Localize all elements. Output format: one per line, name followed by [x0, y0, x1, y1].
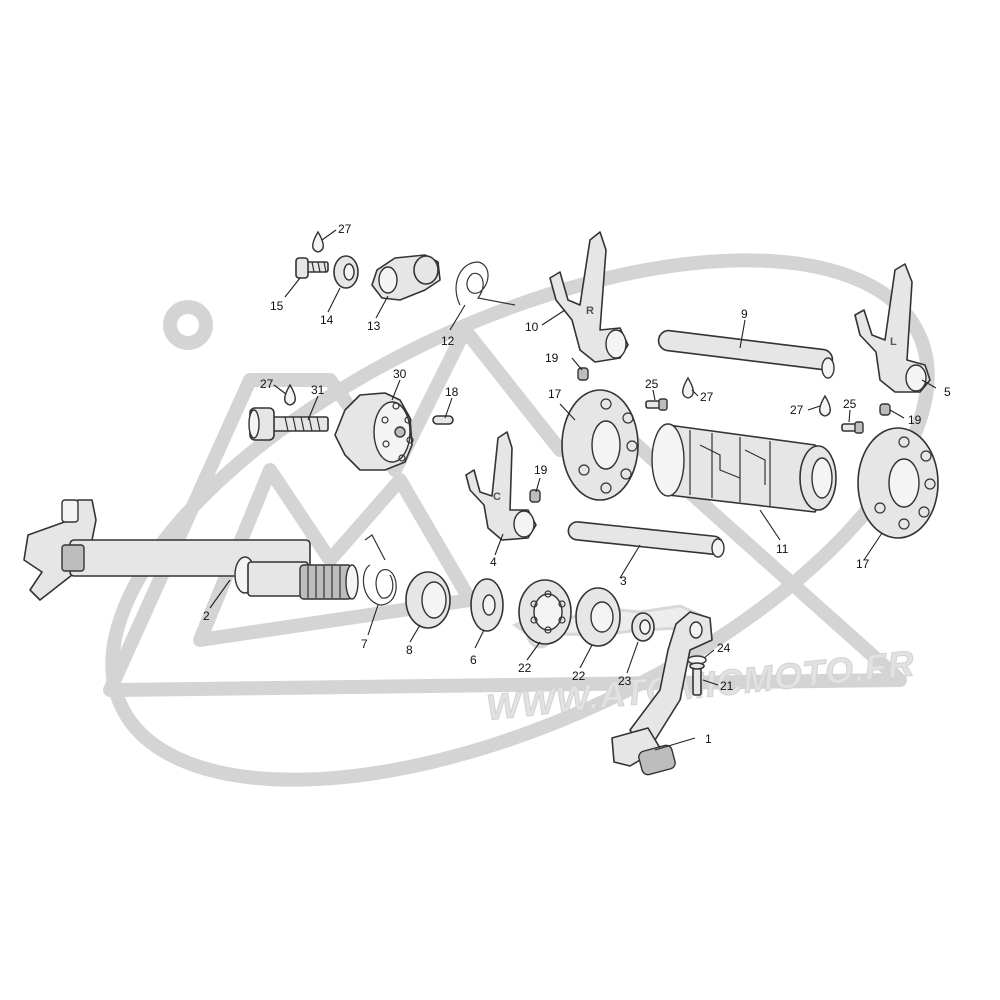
bushing — [631, 612, 655, 642]
shaft-return-spring — [362, 534, 397, 606]
callout-17a: 17 — [548, 387, 562, 401]
callout-27a: 27 — [338, 222, 352, 236]
fork-rod-long — [657, 329, 835, 379]
callout-5: 5 — [944, 385, 951, 399]
callout-15: 15 — [270, 299, 284, 313]
callout-22b: 22 — [572, 669, 586, 683]
callout-24: 24 — [717, 641, 731, 655]
callout-8: 8 — [406, 643, 413, 657]
callout-numbers: 1 2 3 4 5 6 7 8 9 10 11 12 13 14 15 17 1… — [203, 222, 951, 746]
callout-11: 11 — [776, 542, 789, 556]
fork-rod-short — [567, 521, 725, 558]
spacer — [333, 255, 359, 289]
drum-screw-right — [841, 421, 864, 434]
callout-19a: 19 — [545, 351, 559, 365]
callout-2: 2 — [203, 609, 210, 623]
callout-3: 3 — [620, 574, 627, 588]
stopper-lever — [371, 254, 441, 301]
callout-1: 1 — [705, 732, 712, 746]
bearing-22-left — [518, 579, 572, 645]
callout-27c: 27 — [700, 390, 714, 404]
cam-bolt — [248, 407, 329, 441]
lever-bolt — [687, 655, 707, 696]
callout-27d: 27 — [790, 403, 804, 417]
stopper-spring — [455, 261, 516, 306]
callout-12: 12 — [441, 334, 455, 348]
callout-19b: 19 — [534, 463, 548, 477]
callout-21: 21 — [720, 679, 734, 693]
callout-6: 6 — [470, 653, 477, 667]
callout-18: 18 — [445, 385, 459, 399]
shift-fork-r: R — [549, 231, 629, 381]
callout-19c: 19 — [908, 413, 922, 427]
callout-17b: 17 — [856, 557, 870, 571]
fork-letter-r: R — [586, 305, 594, 317]
shift-shaft — [23, 499, 359, 601]
gear-lever — [611, 611, 713, 776]
shift-fork-l: L — [854, 263, 931, 416]
fork-letter-l: L — [890, 336, 897, 348]
drum-bearing-left — [561, 389, 639, 501]
selector-cam — [334, 392, 414, 471]
callout-31: 31 — [311, 383, 325, 397]
fork-letter-c: C — [493, 491, 501, 503]
callout-25b: 25 — [843, 397, 857, 411]
drum-screw-left — [645, 398, 668, 411]
callout-22a: 22 — [518, 661, 532, 675]
callout-4: 4 — [490, 555, 497, 569]
callout-14: 14 — [320, 313, 334, 327]
callout-23: 23 — [618, 674, 632, 688]
pin — [432, 415, 454, 425]
drum-bearing-right — [857, 427, 939, 539]
thread-lock-drops — [284, 230, 831, 417]
shift-fork-c: C — [465, 431, 541, 541]
bearing-22-right — [575, 587, 621, 647]
callout-7: 7 — [361, 637, 368, 651]
callout-27b: 27 — [260, 377, 274, 391]
callout-10: 10 — [525, 320, 539, 334]
leader-lines — [209, 229, 937, 751]
callout-25a: 25 — [645, 377, 659, 391]
callout-9: 9 — [741, 307, 748, 321]
callout-13: 13 — [367, 319, 381, 333]
stopper-screw — [295, 257, 329, 279]
shaft-collar — [405, 571, 451, 629]
shift-drum — [651, 423, 837, 513]
callout-30: 30 — [393, 367, 407, 381]
washer — [470, 578, 504, 632]
